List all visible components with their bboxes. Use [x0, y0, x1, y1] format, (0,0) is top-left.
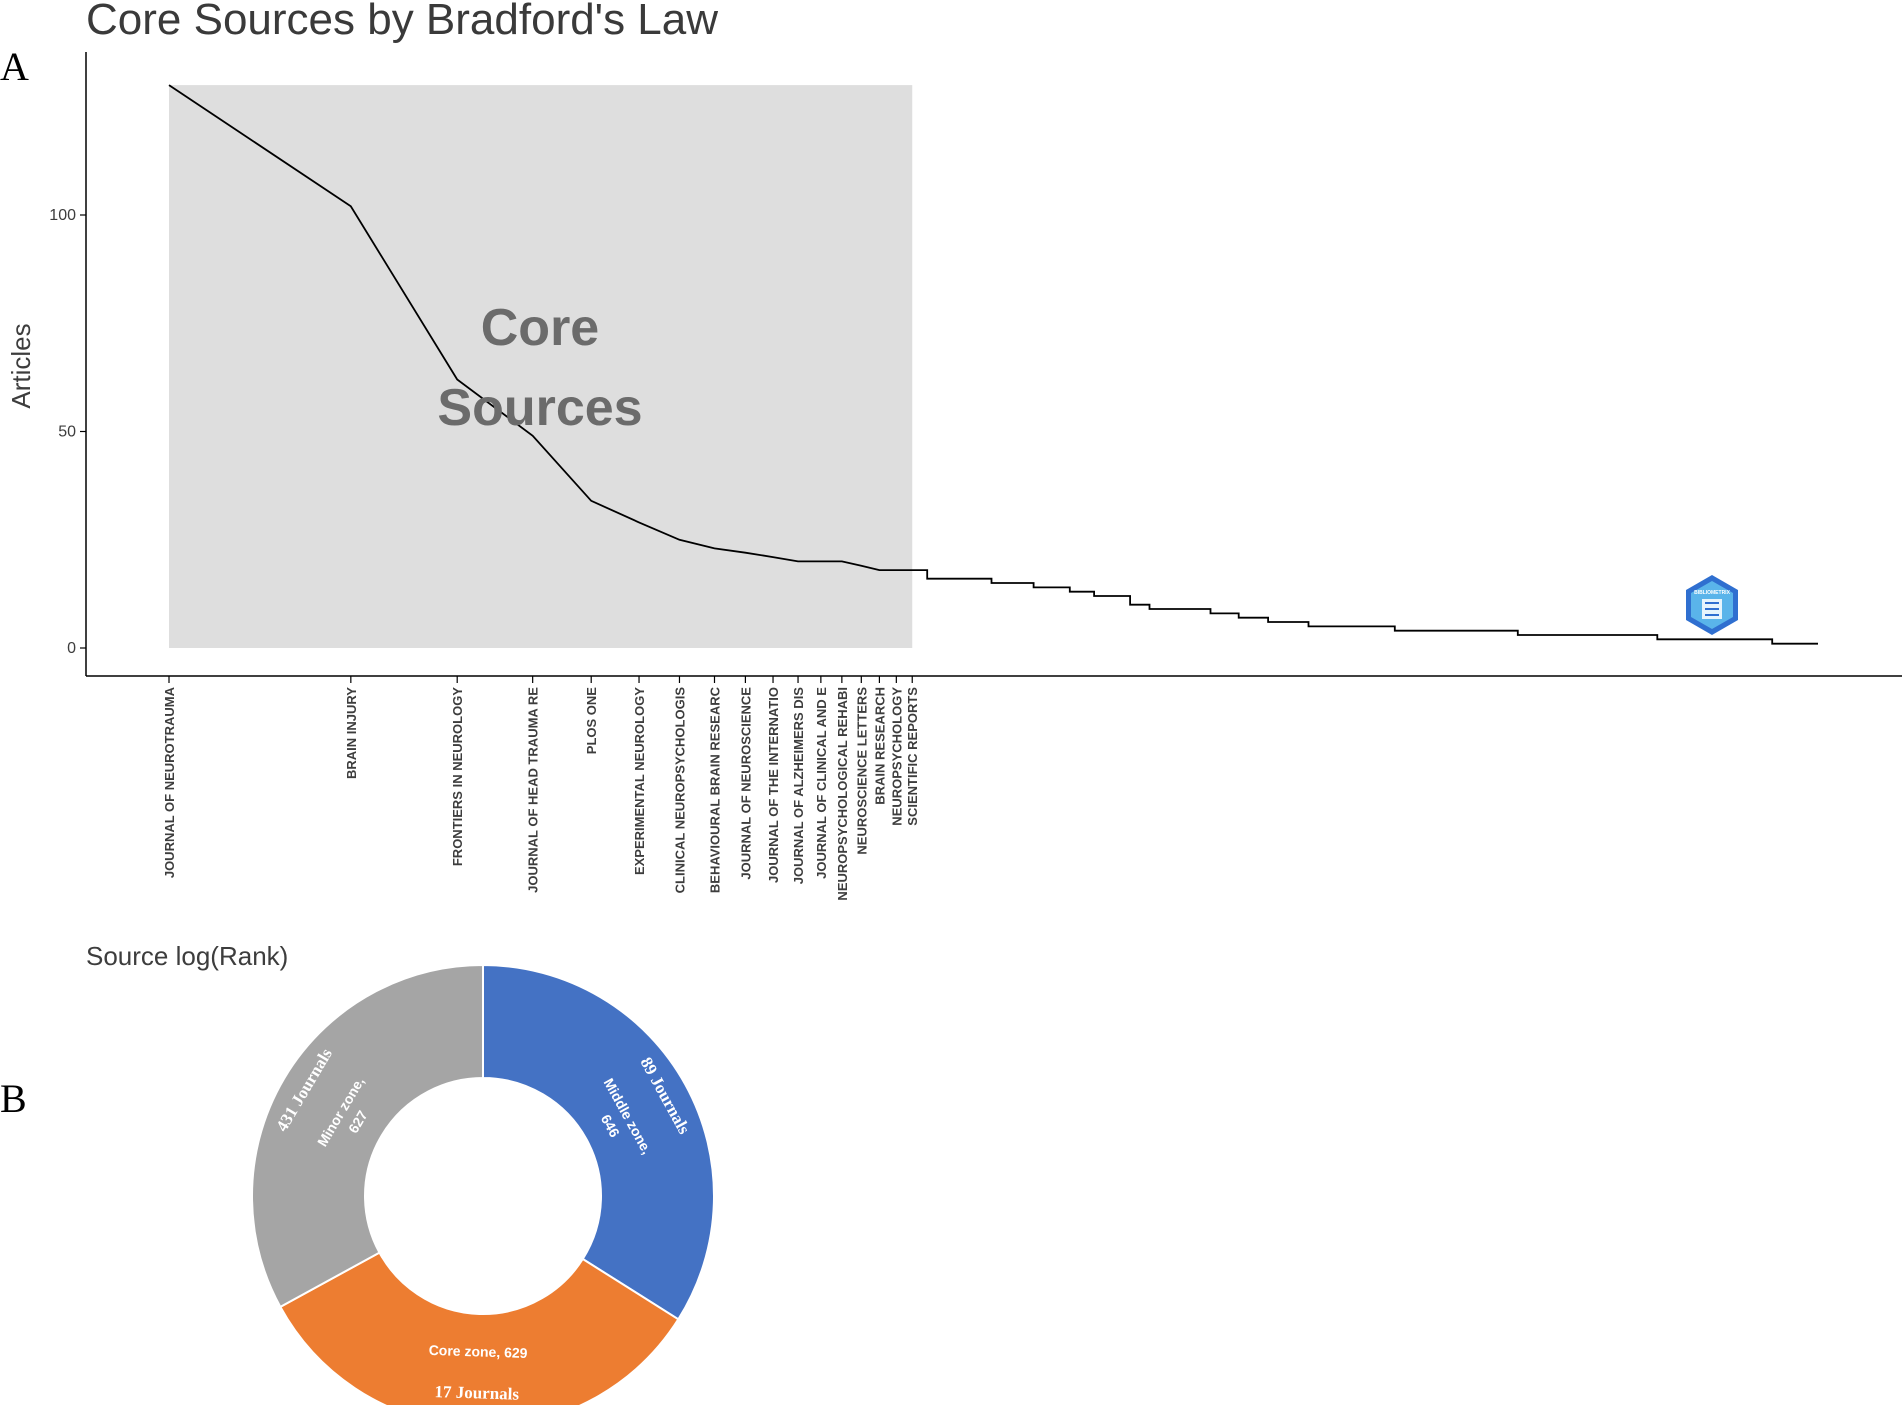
x-tick-label: NEUROSCIENCE LETTERS: [854, 687, 869, 855]
x-tick-label: NEUROPSYCHOLOGY: [889, 687, 904, 826]
x-tick-label: JOURNAL OF HEAD TRAUMA RE: [526, 687, 541, 893]
x-tick-label: CLINICAL NEUROPSYCHOLOGIS: [672, 687, 687, 894]
bibliometrix-logo-icon: BIBLIOMETRIX: [1686, 575, 1738, 635]
donut-zone-label-core: Core zone, 629: [428, 1342, 527, 1361]
x-tick-label: FRONTIERS IN NEUROLOGY: [450, 687, 465, 866]
x-tick-label: JOURNAL OF NEUROSCIENCE: [738, 687, 753, 880]
y-axis-title: Articles: [6, 323, 36, 408]
x-tick-label: BRAIN RESEARCH: [872, 687, 887, 805]
chart-title: Core Sources by Bradford's Law: [86, 0, 718, 44]
articles-line: [168, 84, 1818, 645]
x-tick-label: BEHAVIOURAL BRAIN RESEARC: [707, 686, 722, 893]
y-tick-label: 0: [67, 640, 76, 657]
x-axis-ticks: JOURNAL OF NEUROTRAUMA BRAIN INJURY FRONTI…: [162, 676, 920, 901]
x-tick-label: JOURNAL OF NEUROTRAUMA: [162, 686, 177, 878]
donut-slice-middle: [482, 963, 715, 1321]
y-tick-label: 50: [58, 424, 76, 441]
x-tick-label: PLOS ONE: [584, 687, 599, 755]
donut-slice-core: [278, 1251, 680, 1405]
core-sources-area: [169, 85, 913, 649]
donut-count-label-core: 17 Journals: [434, 1382, 519, 1404]
core-sources-label-line2: Sources: [437, 379, 642, 437]
panel-label-a: A: [0, 44, 29, 89]
donut-slice-minor: [251, 963, 484, 1309]
y-axis-ticks: 0 50 100: [49, 207, 86, 657]
x-tick-label: NEUROPSYCHOLOGICAL REHABI: [835, 687, 850, 901]
x-tick-label: EXPERIMENTAL NEUROLOGY: [632, 687, 647, 875]
x-axis-title: Source log(Rank): [86, 941, 288, 971]
core-sources-label-line1: Core: [481, 299, 599, 357]
x-tick-label: JOURNAL OF THE INTERNATIO: [766, 687, 781, 883]
panel-label-b: B: [0, 1076, 27, 1121]
x-tick-label: SCIENTIFIC REPORTS: [905, 687, 920, 826]
x-tick-label: BRAIN INJURY: [344, 687, 359, 779]
logo-text: BIBLIOMETRIX: [1694, 590, 1730, 596]
x-tick-label: JOURNAL OF CLINICAL AND E: [814, 687, 829, 879]
y-tick-label: 100: [49, 207, 76, 224]
bradford-plot: 0 50 100 JOURNAL OF NEUROTRAUMA BRAIN INJUR…: [6, 52, 1902, 971]
x-tick-label: JOURNAL OF ALZHEIMERS DIS: [791, 687, 806, 885]
